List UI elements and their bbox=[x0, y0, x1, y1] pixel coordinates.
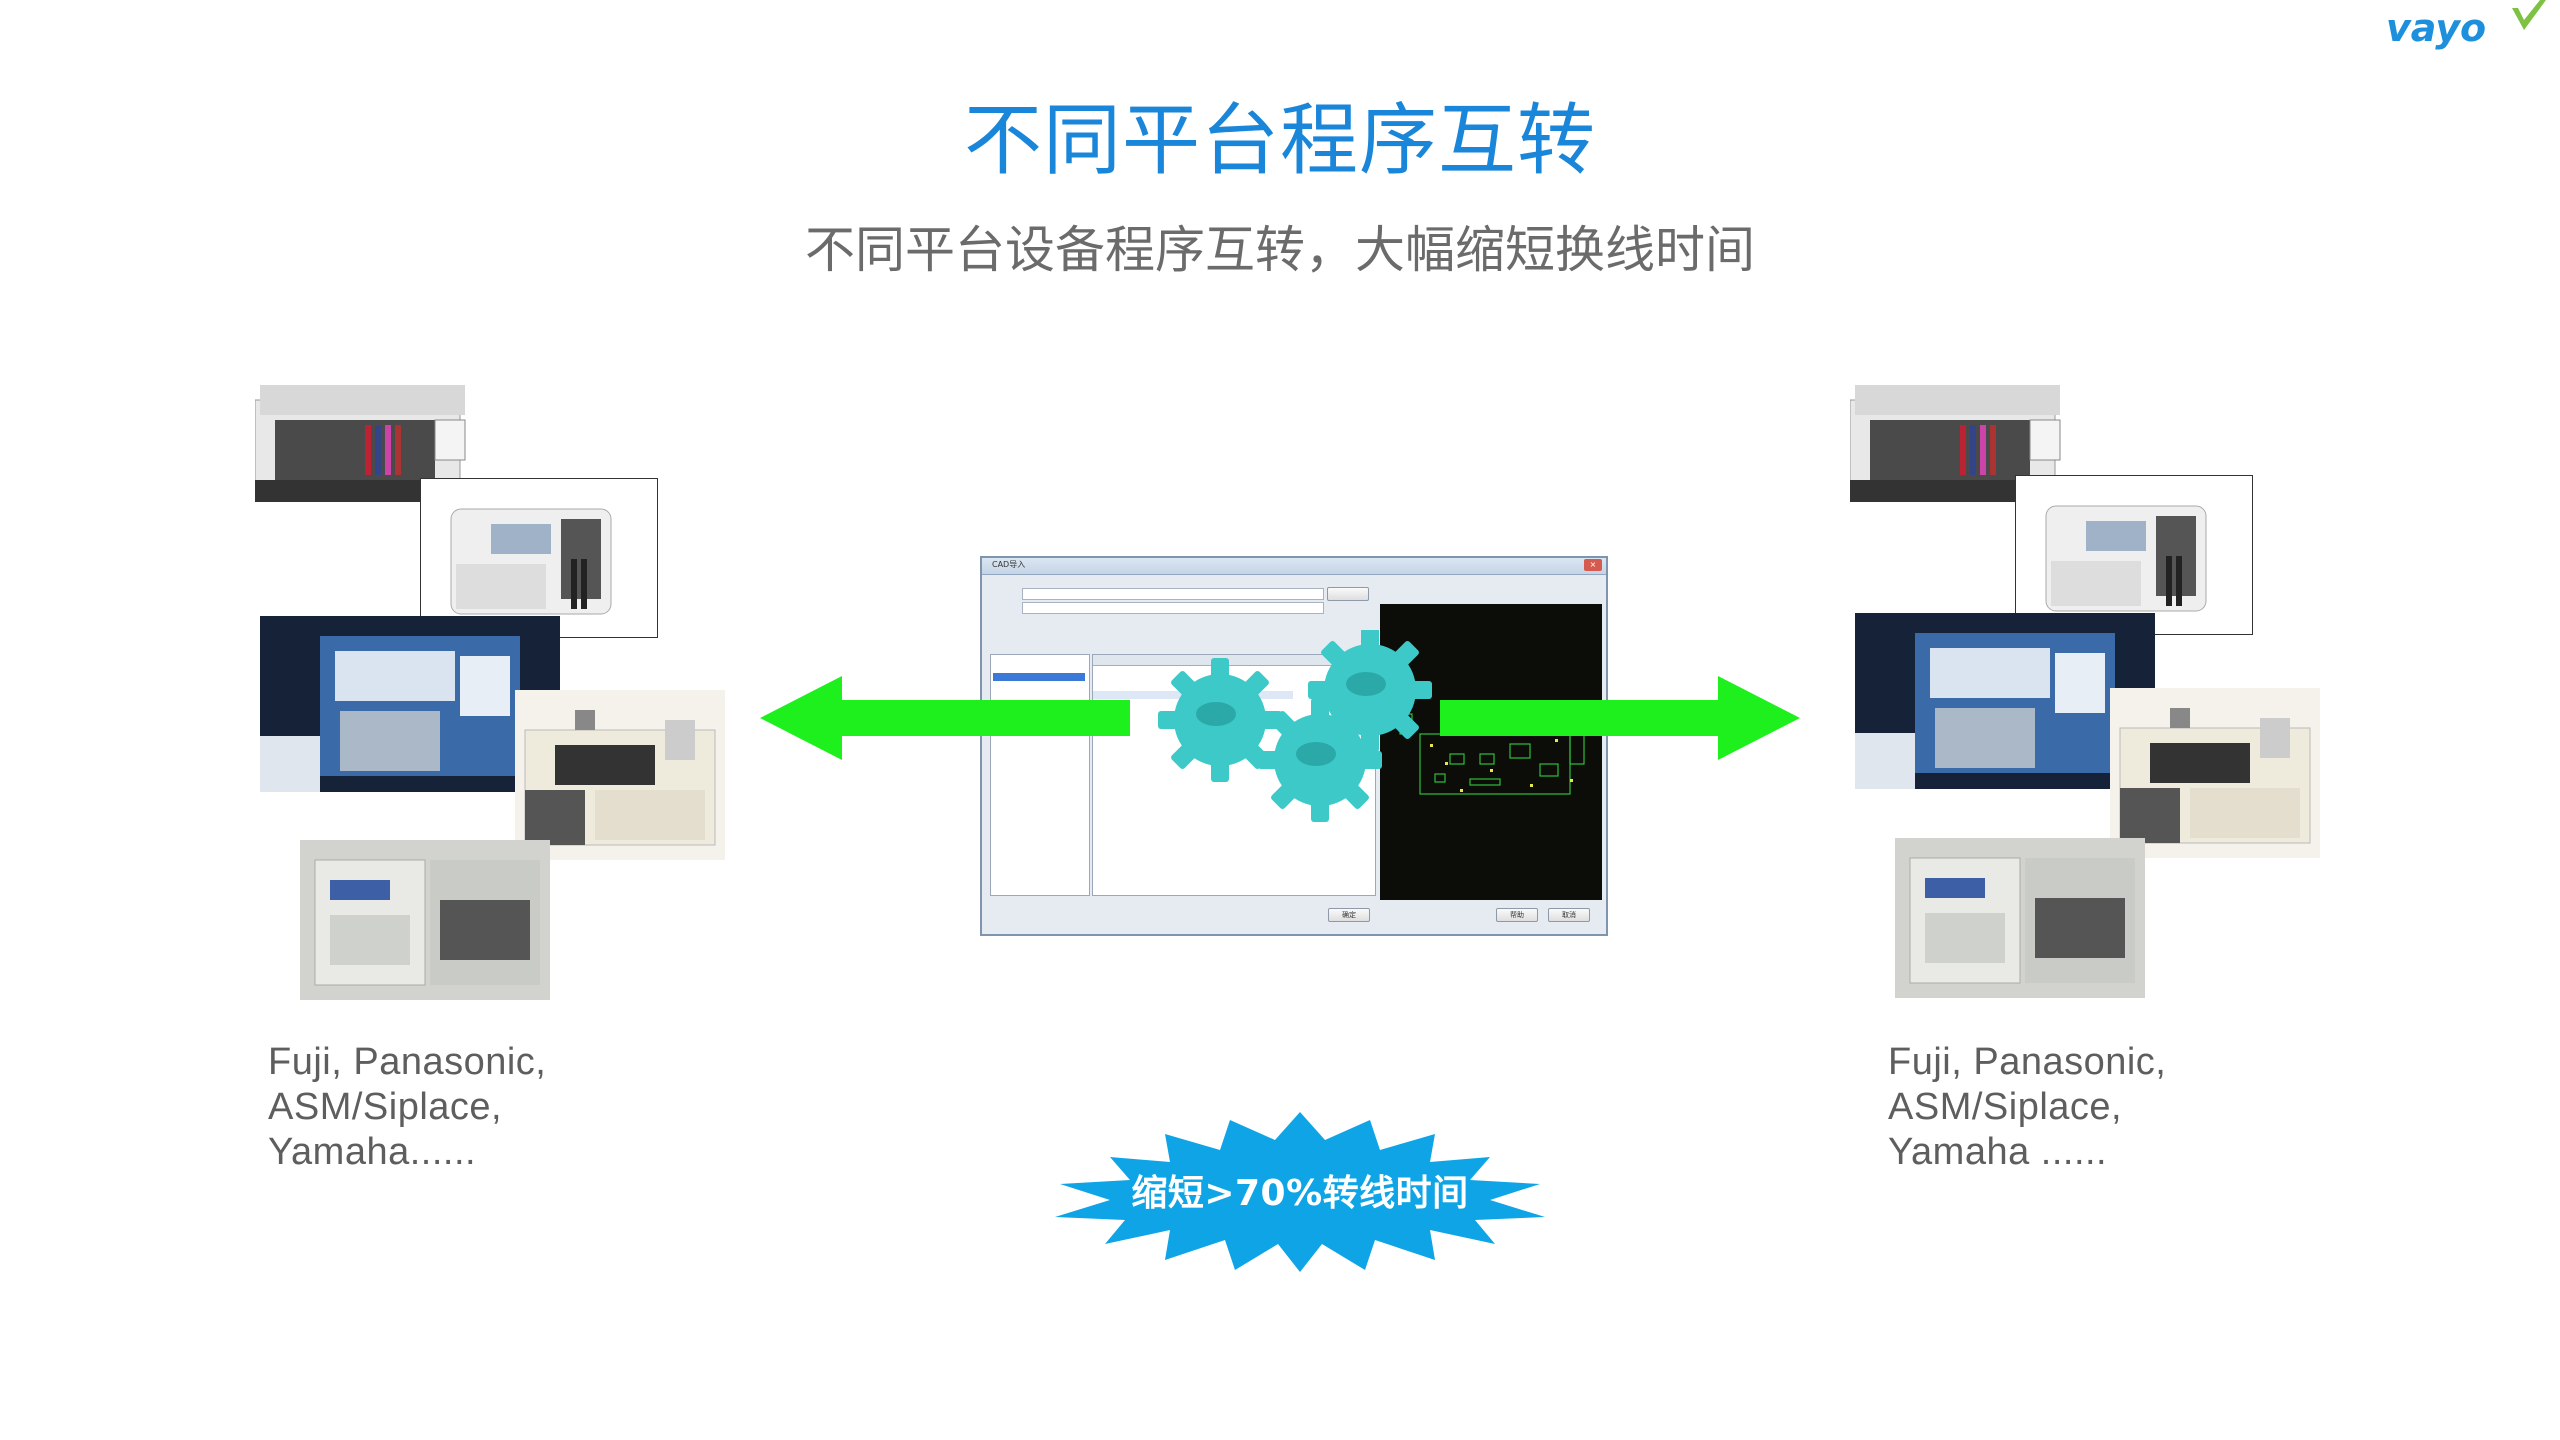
starburst-icon bbox=[1055, 1112, 1545, 1272]
machine-photo-5 bbox=[1895, 838, 2145, 998]
gears-icon bbox=[1158, 630, 1432, 822]
machine-photo-3 bbox=[260, 616, 560, 792]
brand-line: ASM/Siplace, bbox=[1888, 1086, 2123, 1128]
ok-button: 确定 bbox=[1328, 908, 1370, 922]
machine-photo-1 bbox=[255, 380, 475, 510]
name-field bbox=[1022, 602, 1324, 614]
brand-line: Yamaha ...... bbox=[1888, 1131, 2108, 1173]
brand-line: ASM/Siplace, bbox=[268, 1086, 503, 1128]
window-title: CAD导入 bbox=[992, 560, 1026, 569]
machine-photo-4 bbox=[515, 690, 725, 860]
help-button: 帮助 bbox=[1496, 908, 1538, 922]
cancel-button: 取消 bbox=[1548, 908, 1590, 922]
window-titlebar: CAD导入 × bbox=[982, 558, 1606, 575]
page-title: 不同平台程序互转 bbox=[963, 96, 1596, 186]
machine-photo-2 bbox=[420, 478, 658, 638]
logo-text: vayo bbox=[2386, 6, 2487, 50]
machine-photo-4 bbox=[2110, 688, 2320, 858]
brand-list-right: Fuji, Panasonic, ASM/Siplace, Yamaha ...… bbox=[1888, 1040, 2166, 1175]
vayo-logo: vayo bbox=[2372, 0, 2552, 50]
browse-button bbox=[1327, 587, 1369, 601]
machine-photo-3 bbox=[1855, 613, 2155, 789]
machine-photo-2 bbox=[2015, 475, 2253, 635]
time-reduction-badge: 缩短>70%转线时间 bbox=[1050, 1112, 1550, 1272]
close-icon: × bbox=[1584, 559, 1602, 571]
brand-line: Yamaha...... bbox=[268, 1131, 477, 1173]
machine-photos-right bbox=[1845, 380, 2405, 1180]
brand-list-left: Fuji, Panasonic, ASM/Siplace, Yamaha....… bbox=[268, 1040, 546, 1175]
program-list bbox=[990, 654, 1090, 896]
arrow-left-icon bbox=[760, 676, 1130, 760]
arrow-right-icon bbox=[1440, 676, 1800, 760]
logo-check-icon bbox=[2512, 0, 2546, 30]
brand-line: Fuji, Panasonic, bbox=[1888, 1041, 2167, 1083]
machine-photos-left bbox=[250, 380, 810, 1180]
badge-text: 缩短>70%转线时间 bbox=[1131, 1173, 1469, 1214]
machine-photo-5 bbox=[300, 840, 550, 1000]
path-field bbox=[1022, 588, 1324, 600]
brand-line: Fuji, Panasonic, bbox=[268, 1041, 547, 1083]
page-subtitle: 不同平台设备程序互转，大幅缩短换线时间 bbox=[805, 221, 1755, 279]
